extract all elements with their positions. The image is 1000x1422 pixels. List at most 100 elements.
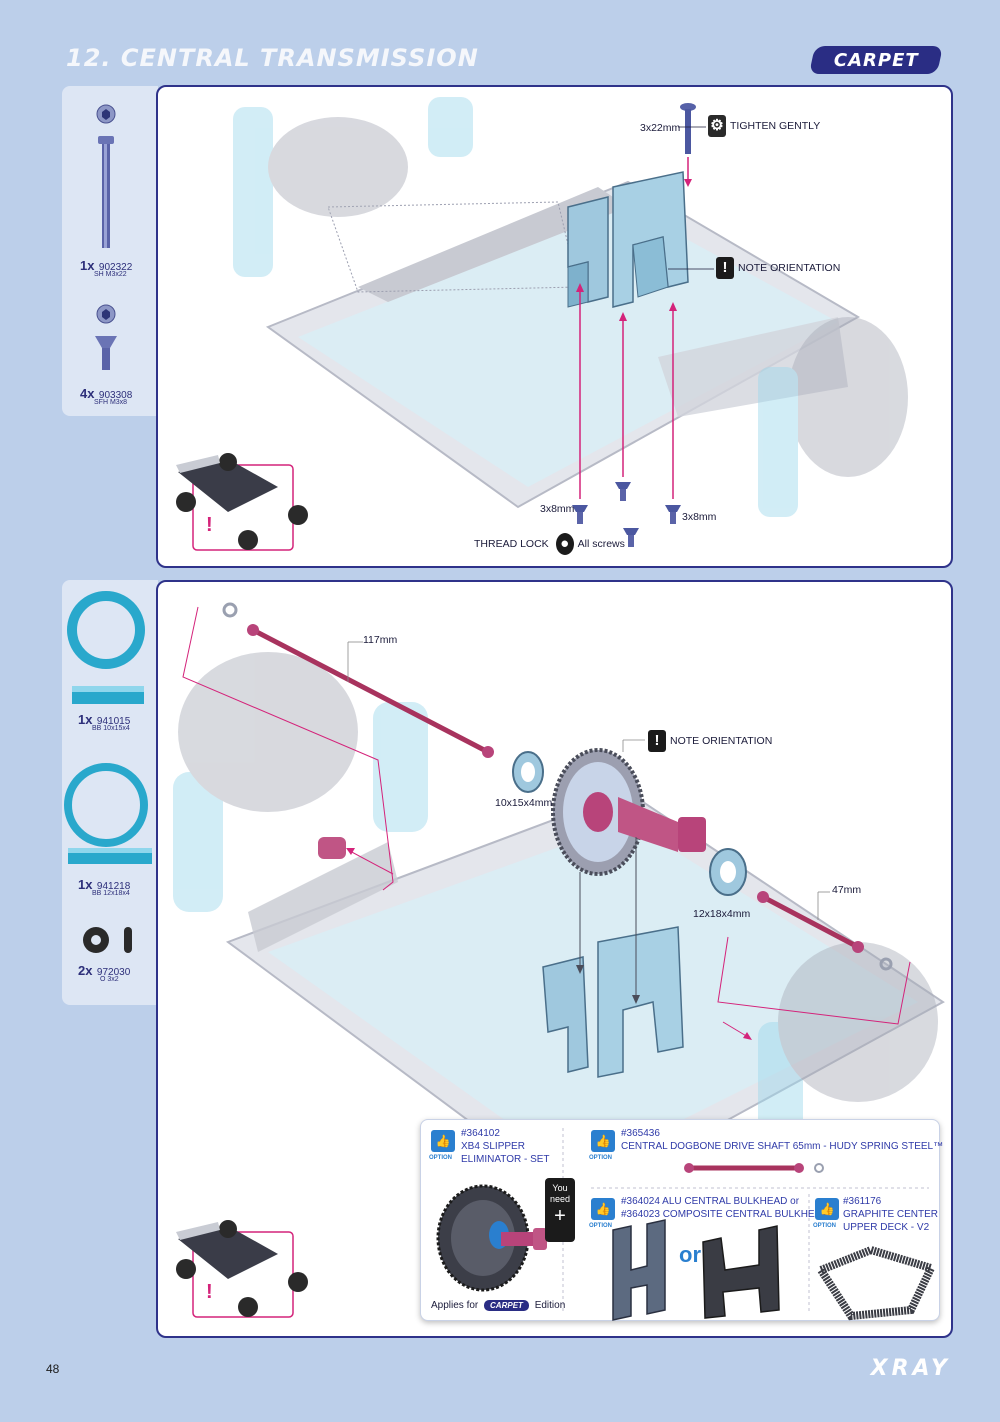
part-number: 941218 <box>96 881 131 892</box>
wrench-icon: ⚙ <box>708 115 726 137</box>
option-label: OPTION <box>589 1155 613 1161</box>
mini-car-thumbnail: ! <box>176 453 308 551</box>
screw-size-callout: 3x22mm <box>640 122 681 134</box>
part-903308-label: 4x 903308 <box>80 386 132 402</box>
option-name: CENTRAL DOGBONE DRIVE SHAFT 65mm - HUDY … <box>621 1141 944 1152</box>
thumbs-up-icon: 👍 <box>591 1130 615 1152</box>
step2-parts-illustrations <box>64 591 152 953</box>
part-desc: BB 10x15x4 <box>92 725 130 732</box>
you-need-badge: You need + <box>545 1178 575 1242</box>
applies-carpet-logo: CARPET <box>484 1300 529 1311</box>
plus-icon: + <box>554 1204 566 1227</box>
bearing-10x15x4-icon <box>67 591 145 704</box>
svg-text:!: ! <box>206 514 213 536</box>
bearing-small-icon <box>512 751 544 793</box>
applies-for-label: Applies for <box>431 1300 479 1311</box>
shaft-length-callout: 117mm <box>363 634 398 646</box>
bearing-size-callout: 12x18x4mm <box>693 908 751 920</box>
screw-3x8-icon <box>615 482 631 501</box>
option-name: UPPER DECK - V2 <box>843 1222 930 1233</box>
bearing-size-callout: 10x15x4mm <box>495 797 553 809</box>
screw-3x8-icon <box>572 505 588 524</box>
thread-lock-callout: THREAD LOCK ●All screws <box>474 533 625 555</box>
option-code: #361176 <box>843 1196 882 1207</box>
part-qty: 2x <box>78 963 93 978</box>
you-need-line2: need <box>549 1193 571 1204</box>
alu-bulkhead-icon <box>612 1219 666 1321</box>
thread-lock-label: THREAD LOCK <box>474 537 549 550</box>
spur-gear-icon <box>551 748 706 876</box>
option-label: OPTION <box>589 1223 613 1229</box>
composite-bulkhead-icon <box>702 1225 780 1319</box>
applies-edition-label: Edition <box>534 1300 566 1311</box>
bulkhead-left-icon <box>567 196 609 308</box>
tighten-gently-callout: ⚙ TIGHTEN GENTLY <box>708 115 820 137</box>
screw-sh-m3x22-icon <box>96 104 116 248</box>
thread-lock-drop-icon: ● <box>555 533 574 555</box>
tighten-label: TIGHTEN GENTLY <box>730 119 821 132</box>
part-972030-label: 2x 972030 <box>78 963 130 979</box>
page-number: 48 <box>46 1362 60 1376</box>
part-desc: SH M3x22 <box>94 271 127 278</box>
screw-size-callout: 3x8mm <box>540 503 575 515</box>
option-name: ELIMINATOR - SET <box>461 1154 550 1165</box>
thumbs-up-icon: 👍 <box>431 1130 455 1152</box>
page-title: 12. CENTRAL TRANSMISSION <box>66 44 479 72</box>
option-code-text: #364024 ALU CENTRAL BULKHEAD <box>621 1196 788 1207</box>
xray-brand-logo: XRAY <box>870 1356 951 1381</box>
step1-assembly-panel: ! 3x22mm ⚙ TIGHTEN GENTLY !NOTE ORIENTATI… <box>156 85 953 568</box>
screw-3x22-icon <box>680 103 696 154</box>
carpet-logo-text: CARPET <box>833 49 919 71</box>
part-902322-label: 1x 902322 <box>80 258 132 274</box>
option-code-or: or <box>790 1196 800 1207</box>
you-need-line1: You <box>552 1183 568 1193</box>
option-code: #365436 <box>621 1128 660 1139</box>
part-number: 903308 <box>98 390 133 401</box>
option-label: OPTION <box>429 1155 453 1161</box>
option-illustrations <box>436 1128 937 1321</box>
note-orientation-callout: !NOTE ORIENTATION <box>716 257 840 279</box>
part-desc: SFH M3x8 <box>94 399 128 406</box>
driveshaft-117mm-icon <box>222 602 494 758</box>
part-number: 941015 <box>96 716 131 727</box>
step1-parts-illustrations <box>95 104 117 370</box>
note-label: NOTE ORIENTATION <box>738 261 841 274</box>
bearing-large-icon <box>709 848 747 896</box>
carpet-edition-logo: CARPET <box>809 46 943 74</box>
bulkhead-left-icon <box>542 956 589 1073</box>
note-label: NOTE ORIENTATION <box>670 734 773 747</box>
part-qty: 1x <box>78 877 93 892</box>
shaft-length-callout: 47mm <box>832 884 862 896</box>
option-name: #364023 COMPOSITE CENTRAL BULKHEAD <box>621 1209 829 1220</box>
part-desc: BB 12x18x4 <box>92 890 130 897</box>
option-label: OPTION <box>813 1223 837 1229</box>
option-code: #364102 <box>461 1128 500 1139</box>
mini-car-thumbnail: ! <box>176 1220 308 1318</box>
all-screws-label: All screws <box>577 537 625 550</box>
thumbs-up-icon: 👍 <box>815 1198 839 1220</box>
bulkhead-right-icon <box>597 926 684 1078</box>
step1-parts-panel: 1x 902322 SH M3x22 4x 903308 SFH M3x8 <box>62 86 158 416</box>
bearing-12x18x4-icon <box>64 763 152 864</box>
part-qty: 4x <box>80 386 95 401</box>
applies-for-line: Applies for CARPET Edition <box>431 1300 565 1311</box>
screw-3x8-icon <box>665 505 681 524</box>
step1-assembly-illustration: ! <box>176 97 908 551</box>
step2-assembly-illustration: ! <box>173 602 945 1318</box>
or-label: or <box>679 1242 701 1267</box>
diff-cup-icon <box>318 837 346 859</box>
dogbone-shaft-icon <box>684 1163 824 1173</box>
part-941015-label: 1x 941015 <box>78 712 130 728</box>
part-941218-label: 1x 941218 <box>78 877 130 893</box>
graphite-deck-icon <box>814 1245 937 1321</box>
warning-icon: ! <box>648 730 666 752</box>
thumbs-up-icon: 👍 <box>591 1198 615 1220</box>
option-parts-box: 👍 OPTION #364102 XB4 SLIPPER ELIMINATOR … <box>420 1119 944 1321</box>
bulkhead-right-icon <box>612 171 689 308</box>
option-name: XB4 SLIPPER <box>461 1141 525 1152</box>
step2-parts-panel: 1x 941015 BB 10x15x4 1x 941218 BB 12x18x… <box>62 580 158 1005</box>
part-qty: 1x <box>80 258 95 273</box>
part-number: 972030 <box>96 967 131 978</box>
o-ring-icon <box>83 927 132 953</box>
screw-3x8-icon <box>623 528 639 547</box>
